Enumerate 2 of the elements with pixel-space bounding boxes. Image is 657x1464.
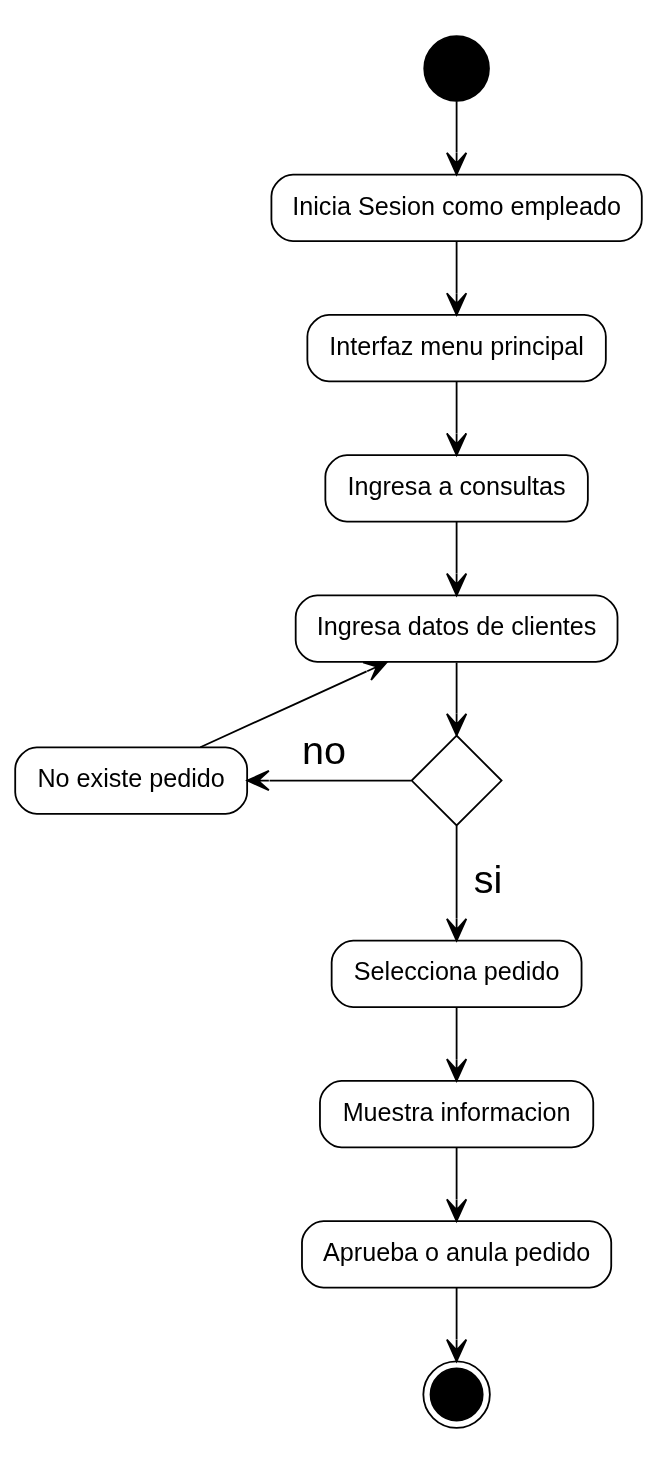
edge-label: si: [473, 857, 503, 902]
edge-label: no: [301, 727, 346, 772]
